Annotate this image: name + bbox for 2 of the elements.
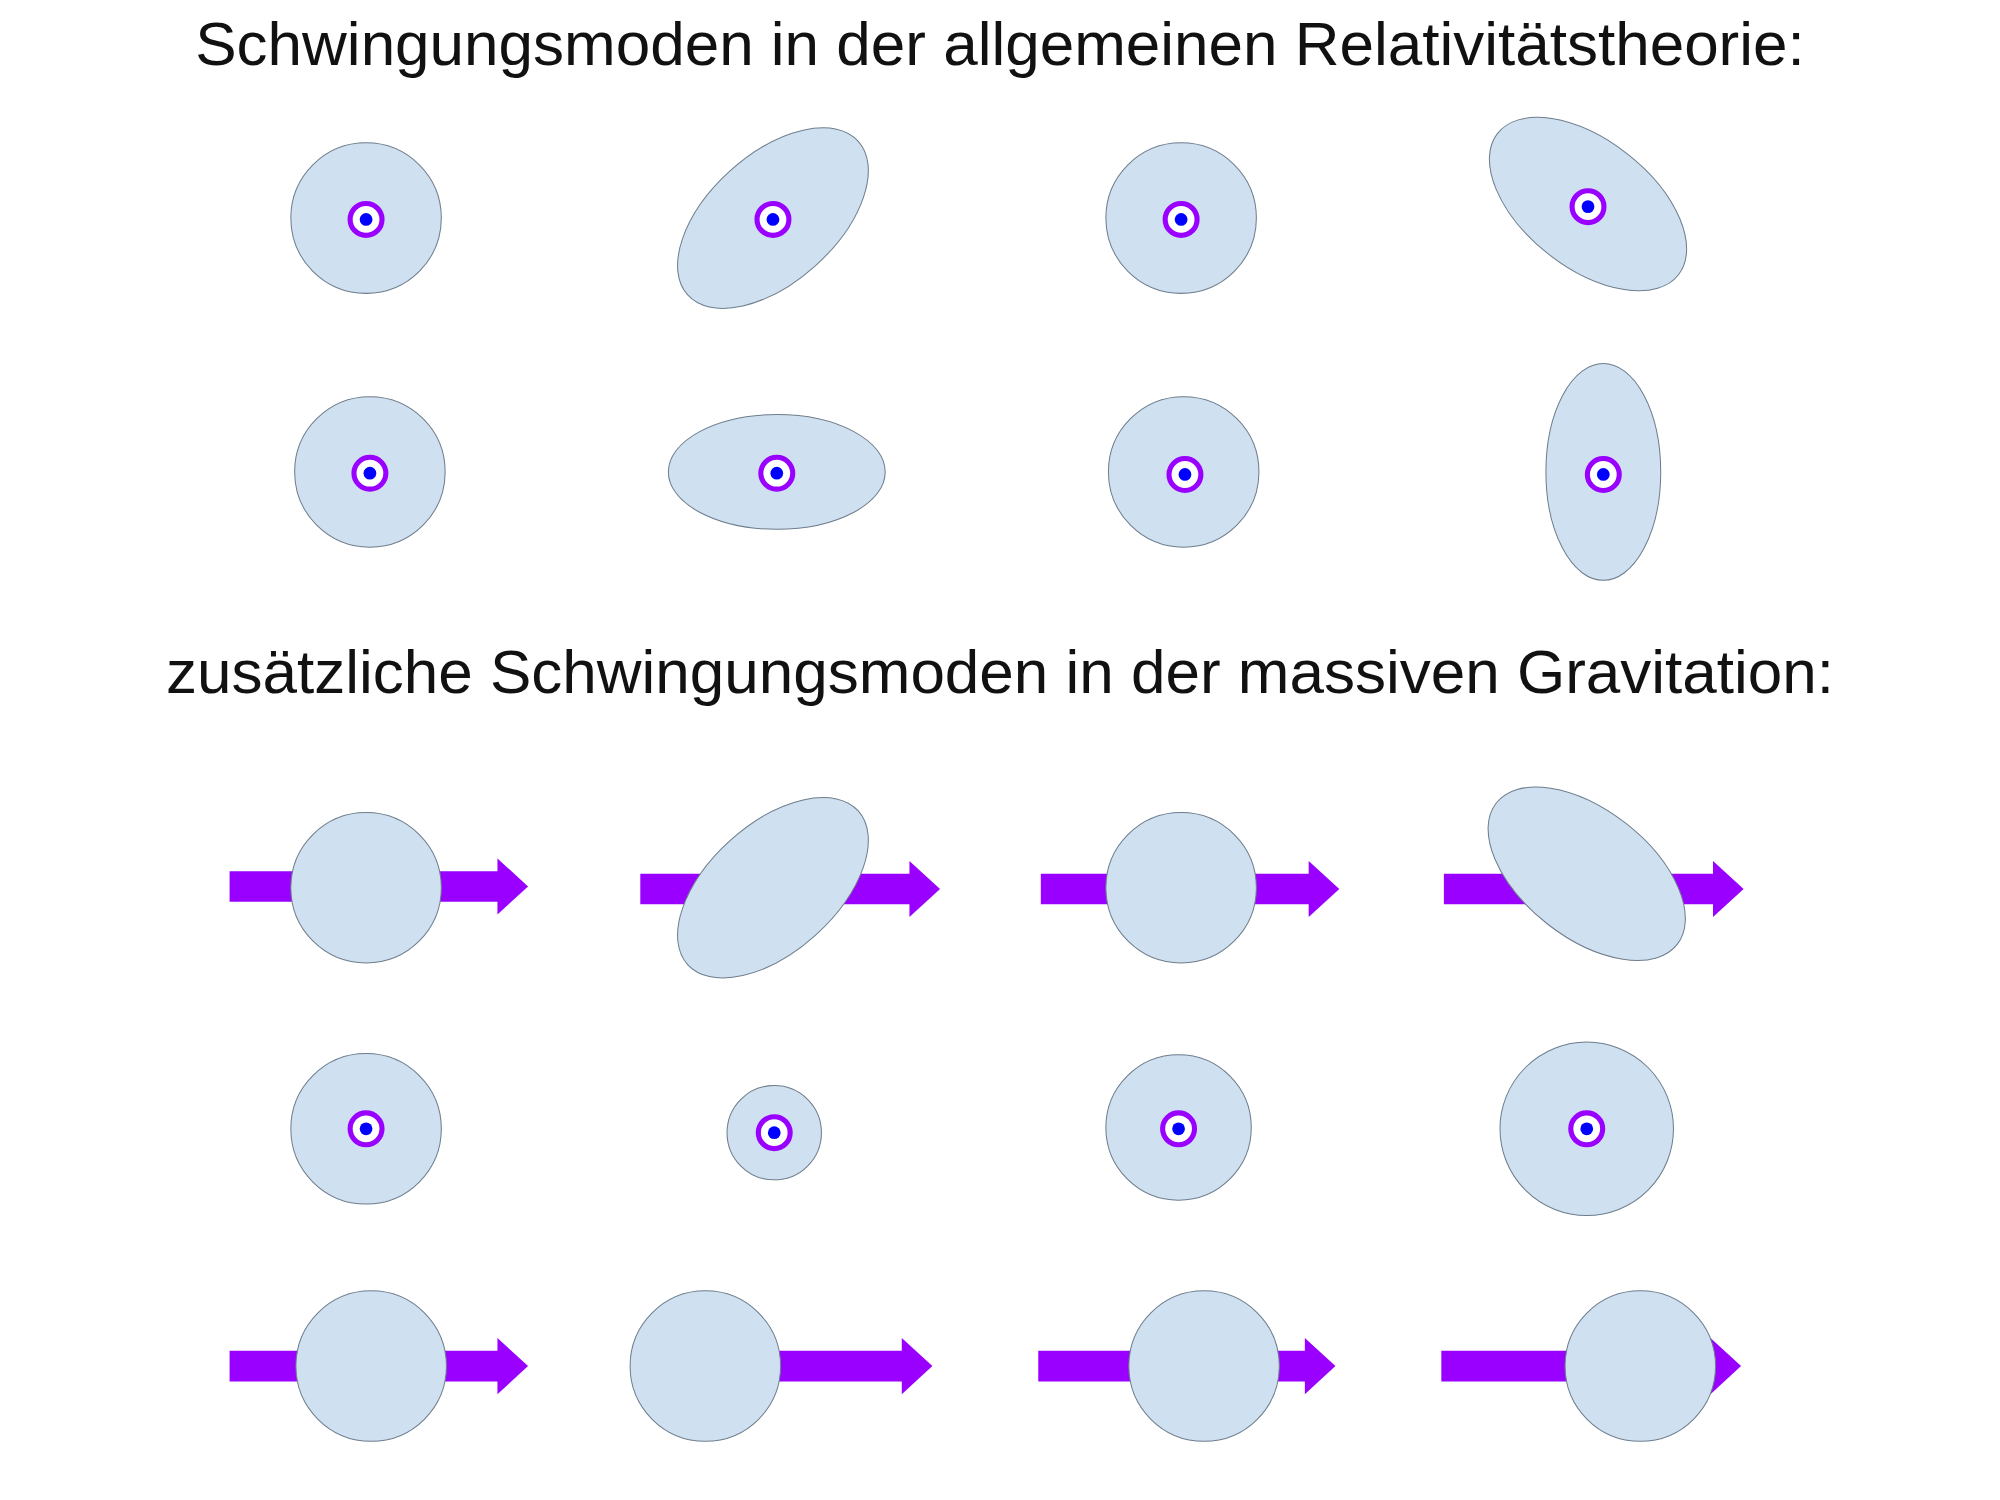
heading-text: zusätzliche Schwingungsmoden in der massiven Gravitation: — [166, 636, 1834, 707]
heading-text: Schwingungsmoden in der allgemeinen Relativitätstheorie: — [195, 8, 1805, 79]
